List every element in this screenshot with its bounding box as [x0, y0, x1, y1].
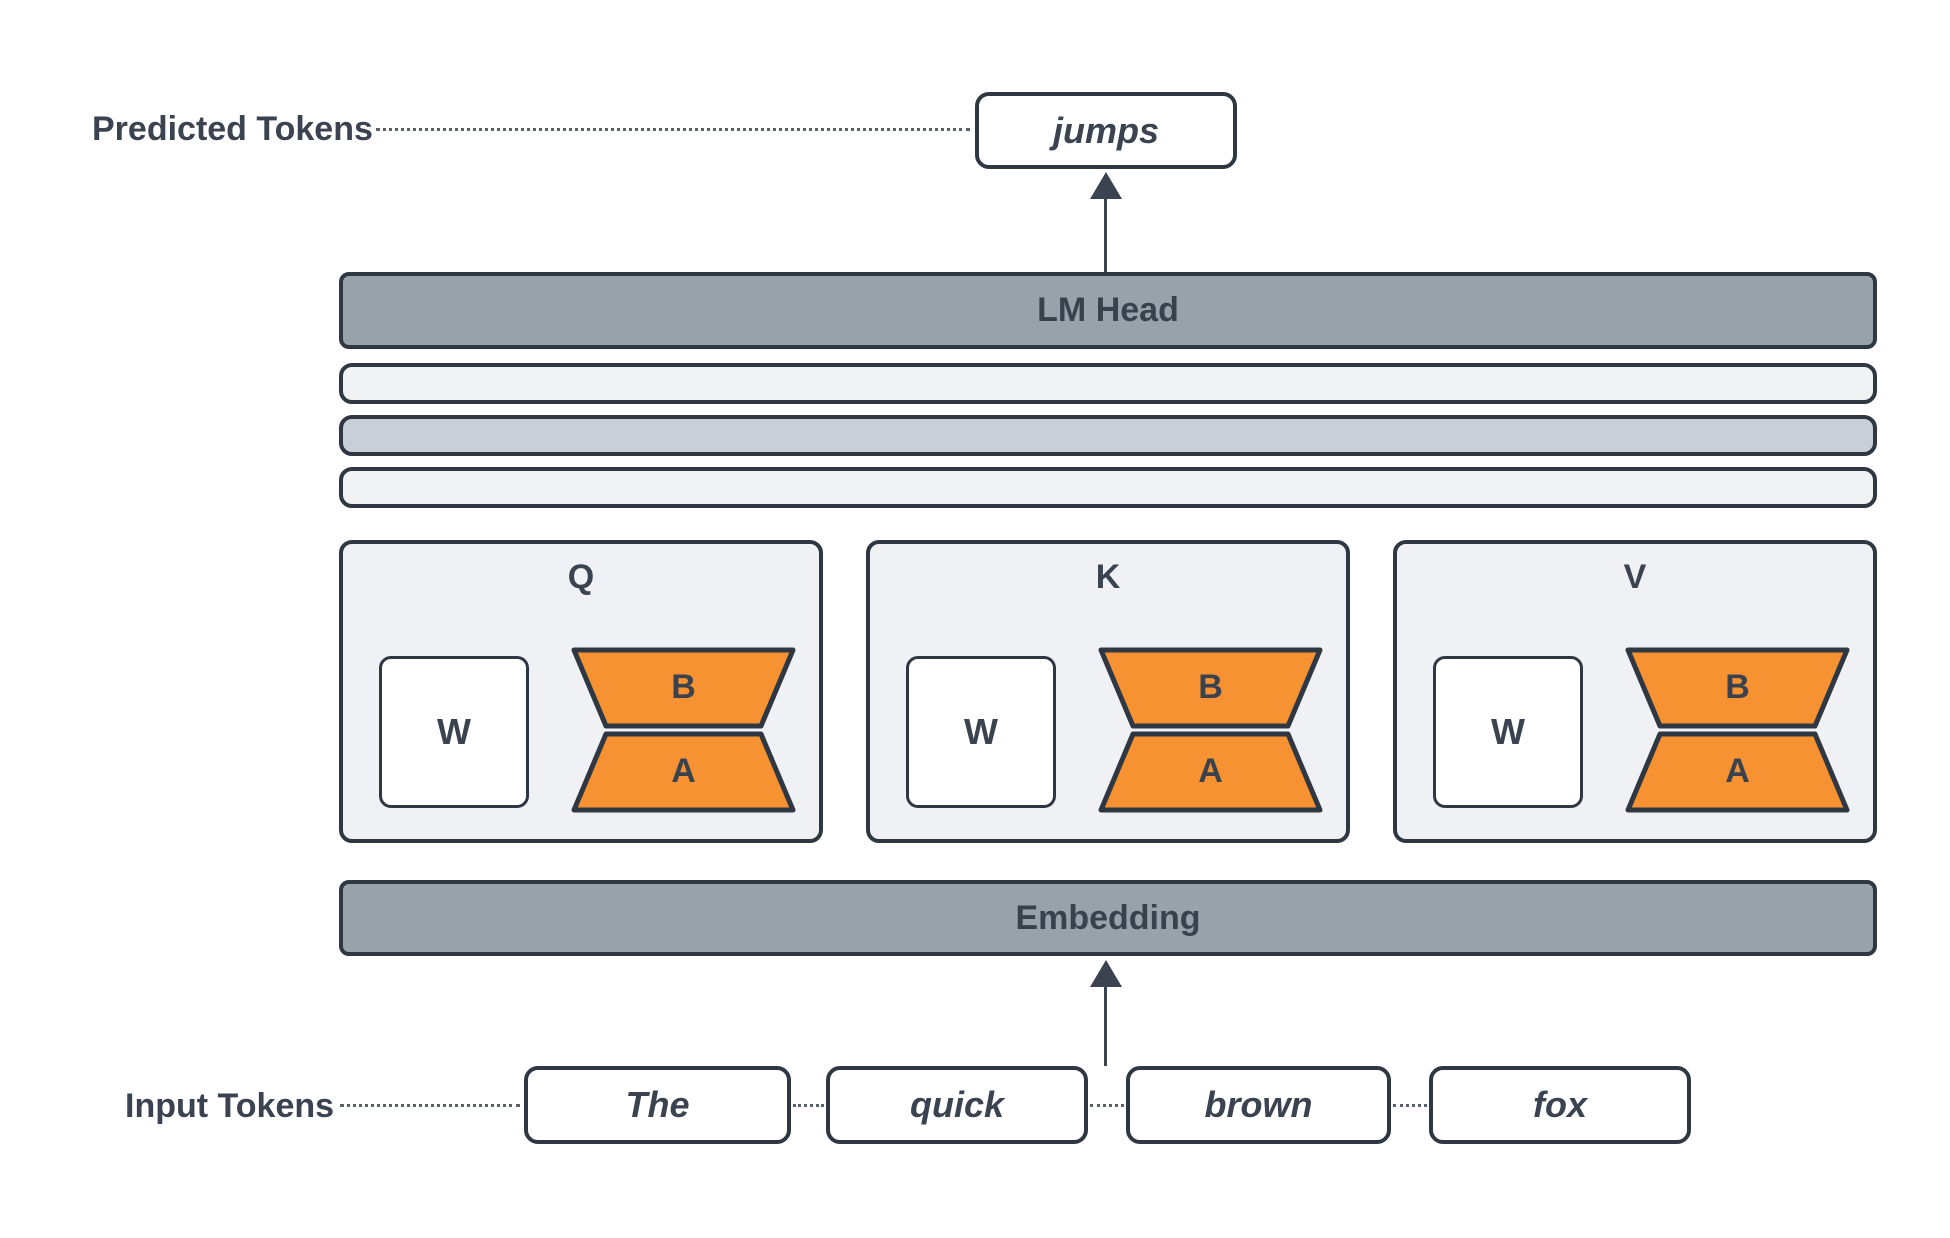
token-box-quick: quick — [826, 1066, 1088, 1144]
token-connector — [1393, 1104, 1427, 1107]
up-arrow-line — [1104, 984, 1107, 1066]
lora-b-label: B — [1198, 668, 1223, 706]
lm-head-label: LM Head — [1037, 291, 1179, 329]
weight-matrix-label: W — [437, 711, 471, 752]
up-arrow-head-icon — [1090, 172, 1122, 199]
token-connector — [1090, 1104, 1124, 1107]
lora-a-label: A — [671, 752, 696, 790]
up-arrow-head-icon — [1090, 960, 1122, 987]
weight-matrix-box: W — [1433, 656, 1583, 808]
lora-trapezoids-icon — [571, 647, 796, 813]
lora-adapter-stack: B A — [570, 646, 797, 814]
token-text: quick — [909, 1084, 1005, 1125]
token-box-the: The — [524, 1066, 791, 1144]
lora-trapezoids-icon — [1625, 647, 1850, 813]
lora-trapezoids-icon — [1098, 647, 1323, 813]
attention-block-q: Q W B A — [339, 540, 823, 843]
weight-matrix-label: W — [1491, 711, 1525, 752]
lora-adapter-stack: B A — [1624, 646, 1851, 814]
weight-matrix-label: W — [964, 711, 998, 752]
attention-block-label: K — [1095, 558, 1121, 596]
token-text: fox — [1533, 1084, 1587, 1125]
lora-adapter-stack: B A — [1097, 646, 1324, 814]
input-tokens-connector — [340, 1104, 520, 1107]
attention-block-v: V W B A — [1393, 540, 1877, 843]
token-box-brown: brown — [1126, 1066, 1391, 1144]
token-box-fox: fox — [1429, 1066, 1691, 1144]
lora-a-label: A — [1725, 752, 1750, 790]
layer-bar-middle — [339, 415, 1877, 456]
lm-head-bar: LM Head — [339, 272, 1877, 349]
lora-a-label: A — [1198, 752, 1223, 790]
weight-matrix-box: W — [379, 656, 529, 808]
predicted-token-box: jumps — [975, 92, 1237, 169]
attention-block-label: V — [1623, 558, 1647, 596]
attention-block-label: Q — [567, 558, 595, 596]
predicted-token-text: jumps — [1052, 109, 1159, 151]
up-arrow-line — [1104, 196, 1107, 272]
predicted-tokens-label: Predicted Tokens — [92, 110, 373, 148]
lora-b-label: B — [671, 668, 696, 706]
token-connector — [793, 1104, 824, 1107]
embedding-label: Embedding — [1015, 898, 1201, 937]
predicted-tokens-connector — [376, 128, 970, 131]
layer-bar-bottom — [339, 467, 1877, 508]
token-text: brown — [1204, 1084, 1313, 1125]
embedding-bar: Embedding — [339, 880, 1877, 956]
layer-bar-top — [339, 363, 1877, 404]
attention-block-k: K W B A — [866, 540, 1350, 843]
lora-b-label: B — [1725, 668, 1750, 706]
input-tokens-label: Input Tokens — [125, 1087, 335, 1125]
weight-matrix-box: W — [906, 656, 1056, 808]
token-text: The — [625, 1084, 690, 1125]
